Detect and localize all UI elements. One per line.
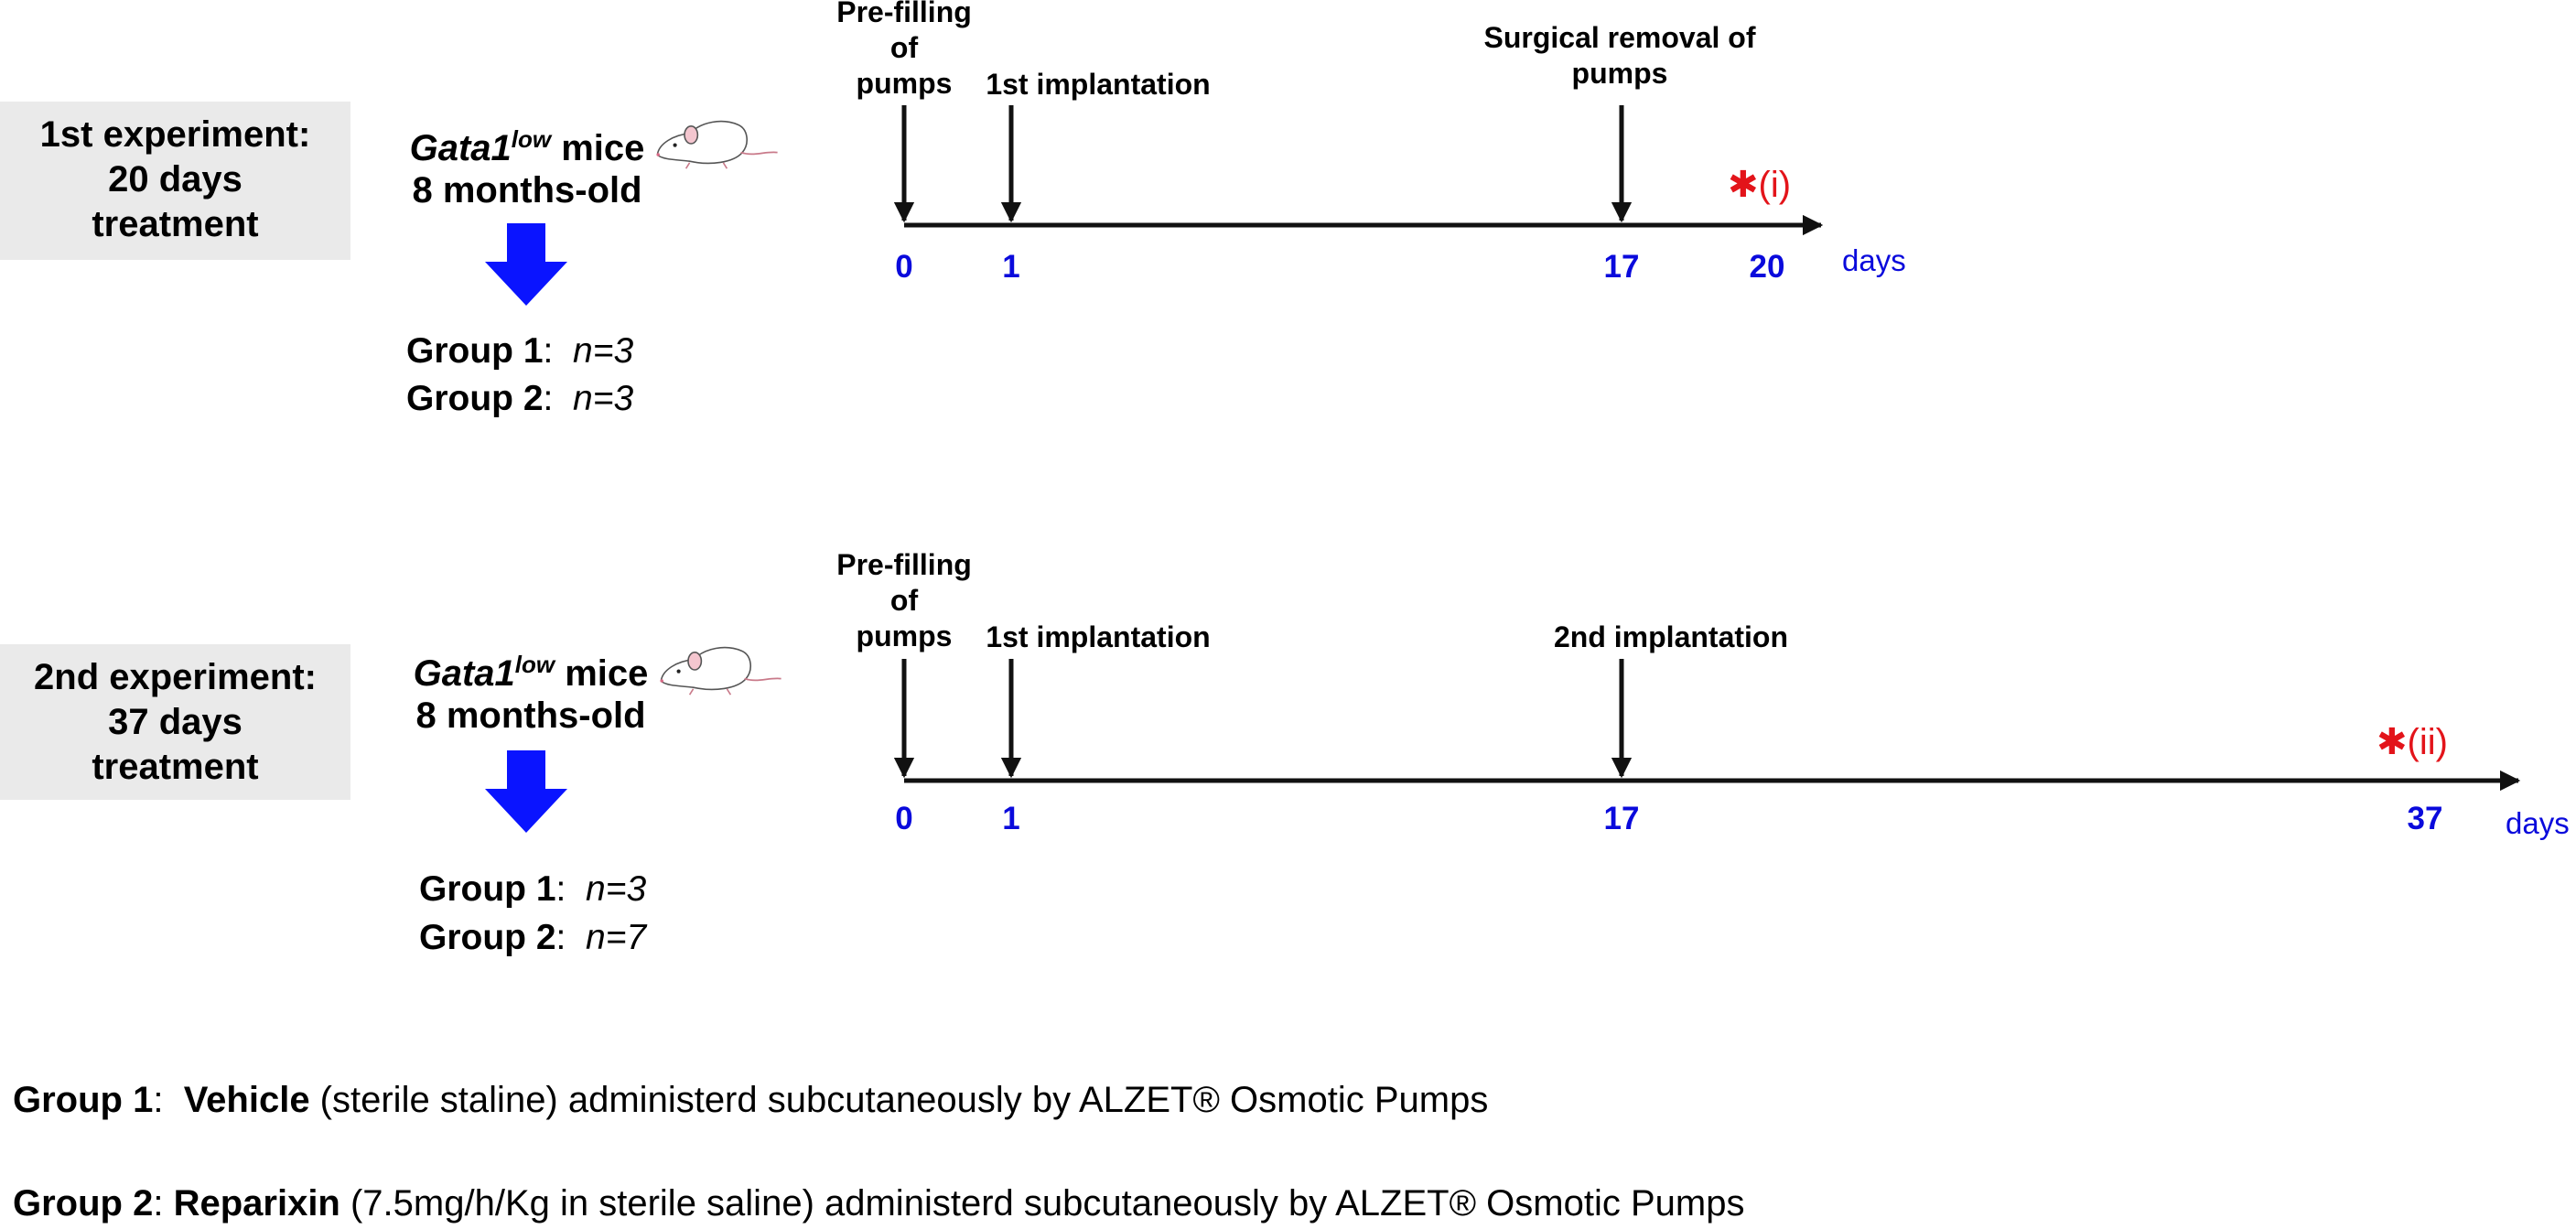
group-split-arrow-1 <box>485 223 567 306</box>
asterisk-icon: ✱ <box>2377 722 2408 762</box>
group-n: n=3 <box>573 331 634 371</box>
experiment-kind: treatment <box>92 204 259 244</box>
event-label-1st-implantation: 1st implantation <box>970 67 1226 102</box>
endpoint-marker-2: ✱(ii) <box>2377 722 2448 762</box>
tick-label: 17 <box>1603 249 1640 285</box>
legend-agent: Reparixin <box>173 1183 340 1224</box>
experiment-kind: treatment <box>92 747 259 787</box>
event-label-line: Surgical removal of <box>1483 21 1756 54</box>
event-label-line: pumps <box>856 620 953 652</box>
tick-label: 1 <box>1002 249 1020 285</box>
event-label-line: Pre-filling <box>836 548 972 581</box>
event-label-line: pumps <box>1571 57 1668 90</box>
allele-superscript: low <box>511 125 552 153</box>
axis-unit-label: days <box>2506 806 2570 840</box>
asterisk-icon: ✱ <box>1728 165 1759 205</box>
tick-label: 20 <box>1749 249 1785 285</box>
group-n: n=7 <box>586 918 647 957</box>
experiment-2-label: 2nd experiment: 37 days treatment <box>0 644 350 800</box>
event-label-line: 2nd implantation <box>1554 620 1788 653</box>
legend-group-1: Group 1: Vehicle (sterile staline) admin… <box>13 1078 1488 1122</box>
event-label-prefilling: Pre-filling of pumps <box>831 547 977 654</box>
group-count-row: Group 1: n=3 <box>419 866 646 913</box>
legend-separator: : <box>153 1183 174 1224</box>
group-name: Group 2 <box>406 379 544 418</box>
group-separator: : <box>543 331 574 371</box>
axis-unit-label: days <box>1842 243 1906 277</box>
event-label-line: 1st implantation <box>986 620 1211 653</box>
experiment-1-label: 1st experiment: 20 days treatment <box>0 102 350 260</box>
experiment-duration: 37 days <box>108 702 243 742</box>
group-count-row: Group 2: n=3 <box>406 375 633 423</box>
tick-label: 1 <box>1002 801 1020 836</box>
legend-group-name: Group 1 <box>13 1080 154 1120</box>
event-label-2nd-implantation: 2nd implantation <box>1525 620 1817 655</box>
legend-agent: Vehicle <box>183 1080 310 1120</box>
gene-name: Gata1 <box>409 128 512 168</box>
event-label-line: pumps <box>856 67 953 100</box>
experiment-duration: 20 days <box>108 159 243 199</box>
mice-strain: Gata1low mice <box>362 127 692 169</box>
event-label-1st-implantation: 1st implantation <box>970 620 1226 655</box>
experiment-title: 1st experiment: <box>39 114 311 155</box>
group-split-arrow-2 <box>485 750 567 833</box>
legend-separator: : <box>153 1080 184 1120</box>
endpoint-label: (i) <box>1758 165 1792 205</box>
mice-strain: Gata1low mice <box>366 652 695 695</box>
group-name: Group 1 <box>406 331 544 371</box>
legend-description: (sterile staline) administerd subcutaneo… <box>309 1080 1489 1120</box>
tick-label: 0 <box>895 801 913 836</box>
group-name: Group 2 <box>419 918 556 957</box>
group-n: n=3 <box>586 869 647 909</box>
legend-group-name: Group 2 <box>13 1183 154 1224</box>
event-label-line: 1st implantation <box>986 68 1211 101</box>
tick-label: 0 <box>895 249 913 285</box>
event-label-pump-removal: Surgical removal of pumps <box>1464 20 1775 92</box>
event-label-line: Pre-filling <box>836 0 972 28</box>
event-label-line: of <box>889 584 919 617</box>
tick-label: 17 <box>1603 801 1640 836</box>
tick-label: 37 <box>2407 801 2443 836</box>
event-label-line: of <box>889 31 919 64</box>
mice-word: mice <box>551 128 645 168</box>
timeline-1 <box>893 105 1824 236</box>
endpoint-marker-1: ✱(i) <box>1728 165 1791 205</box>
mice-age: 8 months-old <box>415 695 646 736</box>
group-separator: : <box>555 918 587 957</box>
timeline-2 <box>893 659 2521 792</box>
event-label-prefilling: Pre-filling of pumps <box>831 0 977 102</box>
gene-name: Gata1 <box>413 653 515 694</box>
mice-age: 8 months-old <box>412 170 642 210</box>
mice-description-1: Gata1low mice 8 months-old <box>362 127 692 211</box>
mice-word: mice <box>555 653 649 694</box>
group-n: n=3 <box>573 379 634 418</box>
legend-description: (7.5mg/h/Kg in sterile saline) administe… <box>340 1183 1745 1224</box>
mice-description-2: Gata1low mice 8 months-old <box>366 652 695 737</box>
legend-group-2: Group 2: Reparixin (7.5mg/h/Kg in steril… <box>13 1181 1744 1225</box>
group-name: Group 1 <box>419 869 556 909</box>
endpoint-label: (ii) <box>2407 722 2448 762</box>
group-separator: : <box>555 869 587 909</box>
group-count-row: Group 2: n=7 <box>419 914 646 962</box>
experiment-title: 2nd experiment: <box>34 657 317 697</box>
group-separator: : <box>543 379 574 418</box>
group-count-row: Group 1: n=3 <box>406 328 633 375</box>
allele-superscript: low <box>514 651 555 678</box>
